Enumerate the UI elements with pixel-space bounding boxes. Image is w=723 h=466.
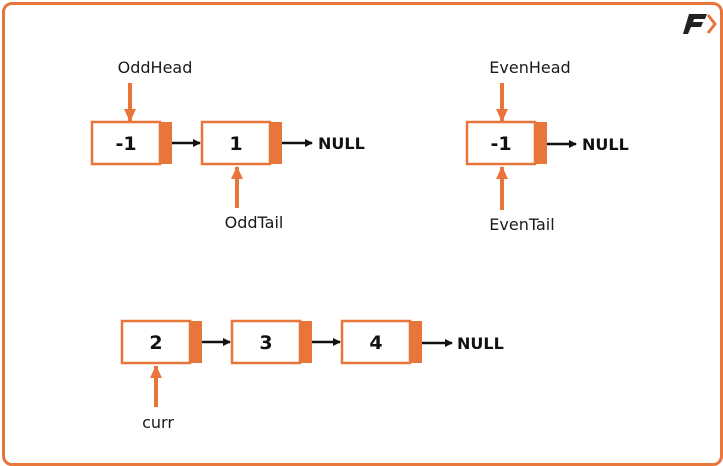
even-node-1: -1 [465,120,547,166]
node-value: -1 [115,133,136,155]
main-node-1: 2 [120,319,202,365]
odd-null-label: NULL [318,134,365,153]
node-value: 2 [149,332,162,354]
node-value: 1 [229,133,242,155]
brand-f-logo-icon [683,14,717,34]
main-node-3: 4 [340,319,422,365]
node-value: 3 [259,332,272,354]
odd-tail-label: OddTail [225,213,284,232]
odd-head-label: OddHead [118,58,193,77]
curr-label: curr [142,413,174,432]
node-value: 4 [369,332,382,354]
even-tail-label: EvenTail [489,215,554,234]
main-null-label: NULL [457,334,504,353]
odd-node-2: 1 [200,120,282,166]
node-value: -1 [490,133,511,155]
even-head-label: EvenHead [489,58,570,77]
even-null-label: NULL [582,135,629,154]
odd-node-1: -1 [90,120,172,166]
main-node-2: 3 [230,319,312,365]
